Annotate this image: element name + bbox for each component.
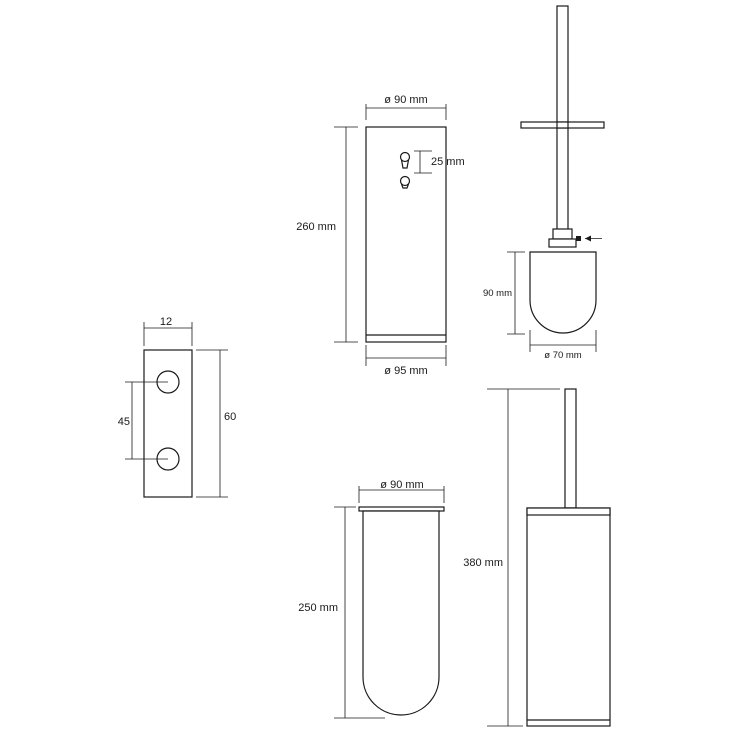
wall-plate-view: 12 45 60 xyxy=(118,316,236,498)
assembled-container xyxy=(526,507,611,727)
plate-hole-spacing-label: 45 xyxy=(118,416,130,428)
plate-width-label: 12 xyxy=(160,316,172,328)
wall-plate xyxy=(143,349,193,498)
holder-front-view: 25 mm ø 90 mm 260 mm ø 95 mm xyxy=(296,94,464,377)
brush-head-height-label: 90 mm xyxy=(483,288,512,299)
brush-view: 90 mm ø 70 mm xyxy=(483,5,605,361)
assembled-set-view: 380 mm xyxy=(463,388,611,727)
assembled-handle xyxy=(564,388,577,509)
insert-view: ø 90 mm 250 mm xyxy=(298,479,445,719)
holder-body xyxy=(365,126,447,343)
insert-height-label: 250 mm xyxy=(298,602,338,614)
holder-top-width-label: ø 90 mm xyxy=(384,94,427,106)
holder-bottom-width-label: ø 95 mm xyxy=(384,365,427,377)
screw-marker xyxy=(576,236,581,241)
holder-height-label: 260 mm xyxy=(296,221,336,233)
plate-height-label: 60 xyxy=(224,411,236,423)
brush-head-width-label: ø 70 mm xyxy=(544,350,582,361)
keyhole-icon xyxy=(399,151,411,189)
arrow-icon xyxy=(585,235,591,242)
insert-width-label: ø 90 mm xyxy=(380,479,423,491)
insert-body xyxy=(362,510,440,716)
assembled-lid xyxy=(526,507,611,516)
keyhole-spacing-label: 25 mm xyxy=(431,156,465,168)
brush-collar xyxy=(552,228,573,240)
brush-head xyxy=(529,251,597,334)
brush-handle xyxy=(556,5,569,232)
total-height-label: 380 mm xyxy=(463,557,503,569)
